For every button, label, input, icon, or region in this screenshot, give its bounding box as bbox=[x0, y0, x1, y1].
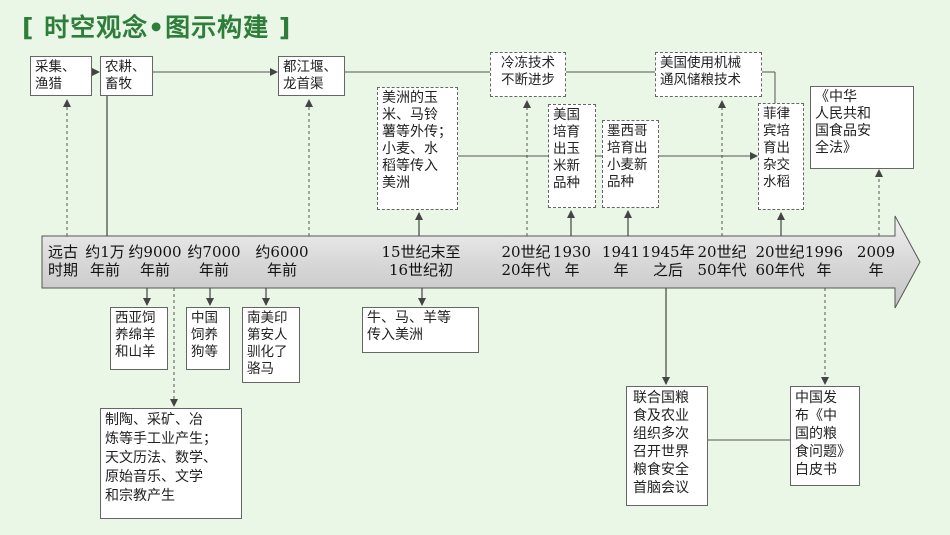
timeline-label-15c: 15世纪末至 16世纪初 bbox=[381, 243, 461, 279]
timeline-label-1945: 1945年 之后 bbox=[641, 243, 695, 279]
timeline-label-yuangu: 远古 时期 bbox=[47, 243, 78, 279]
timeline-label-1996: 1996 年 bbox=[804, 243, 844, 279]
box-food-safety-law: 《中华 人民共和 国食品安 全法》 bbox=[810, 86, 914, 169]
timeline-label-2009: 2009 年 bbox=[856, 243, 896, 279]
box-dujiangyan: 都江堰、 龙首渠 bbox=[278, 56, 345, 96]
timeline-label-7000: 约7000 年前 bbox=[187, 243, 241, 279]
box-zhongguo-siyang-gou: 中国 饲养 狗等 bbox=[186, 307, 230, 370]
timeline-label-1941: 1941 年 bbox=[601, 243, 641, 279]
box-meiguo-yumi: 美国 培育 出玉 米新 品种 bbox=[548, 104, 596, 208]
timeline-label-6000: 约6000 年前 bbox=[255, 243, 309, 279]
box-moxige-xiaomai: 墨西哥 培育出 小麦新 品种 bbox=[602, 120, 659, 208]
box-baipishu: 中国发 布《中 国的粮 食问题》 白皮书 bbox=[790, 386, 860, 486]
box-zhitao-caikuang: 制陶、采矿、冶 炼等手工业产生； 天文历法、数学、 原始音乐、文学 和宗教产生 bbox=[100, 408, 242, 519]
timeline-label-1960s: 20世纪 60年代 bbox=[755, 243, 805, 279]
box-lengdong-jishu: 冷冻技术 不断进步 bbox=[490, 52, 566, 97]
box-nonggeng-xumu: 农耕、 畜牧 bbox=[100, 56, 153, 96]
timeline-label-1wan: 约1万 年前 bbox=[85, 243, 125, 279]
timeline-label-1930: 1930 年 bbox=[552, 243, 592, 279]
box-meizhou-waichuan: 美洲的玉 米、马铃 薯等外传； 小麦、水 稻等传入 美洲 bbox=[377, 87, 458, 210]
box-meiguo-jixie-chuliang: 美国使用机械 通风储粮技术 bbox=[655, 52, 762, 97]
timeline-label-1920s: 20世纪 20年代 bbox=[501, 243, 551, 279]
box-nanmei-luoma: 南美印 第安人 驯化了 骆马 bbox=[242, 307, 300, 383]
timeline-label-9000: 约9000 年前 bbox=[128, 243, 182, 279]
page-title: [ 时空观念•图示构建 ] bbox=[22, 13, 292, 42]
box-caiji-yulie: 采集、 渔猎 bbox=[30, 56, 92, 96]
box-niu-ma-yang: 牛、马、羊等 传入美洲 bbox=[362, 307, 479, 353]
box-feilvbin-shuidao: 菲律 宾培 育出 杂交 水稻 bbox=[758, 103, 804, 210]
timeline-arrow bbox=[41, 215, 921, 309]
box-lianheguo-liangshi: 联合国粮 食及农业 组织多次 召开世界 粮食安全 首脑会议 bbox=[626, 386, 708, 506]
box-xiya-siyang: 西亚饲 养绵羊 和山羊 bbox=[110, 307, 168, 370]
timeline-label-1950s: 20世纪 50年代 bbox=[697, 243, 747, 279]
